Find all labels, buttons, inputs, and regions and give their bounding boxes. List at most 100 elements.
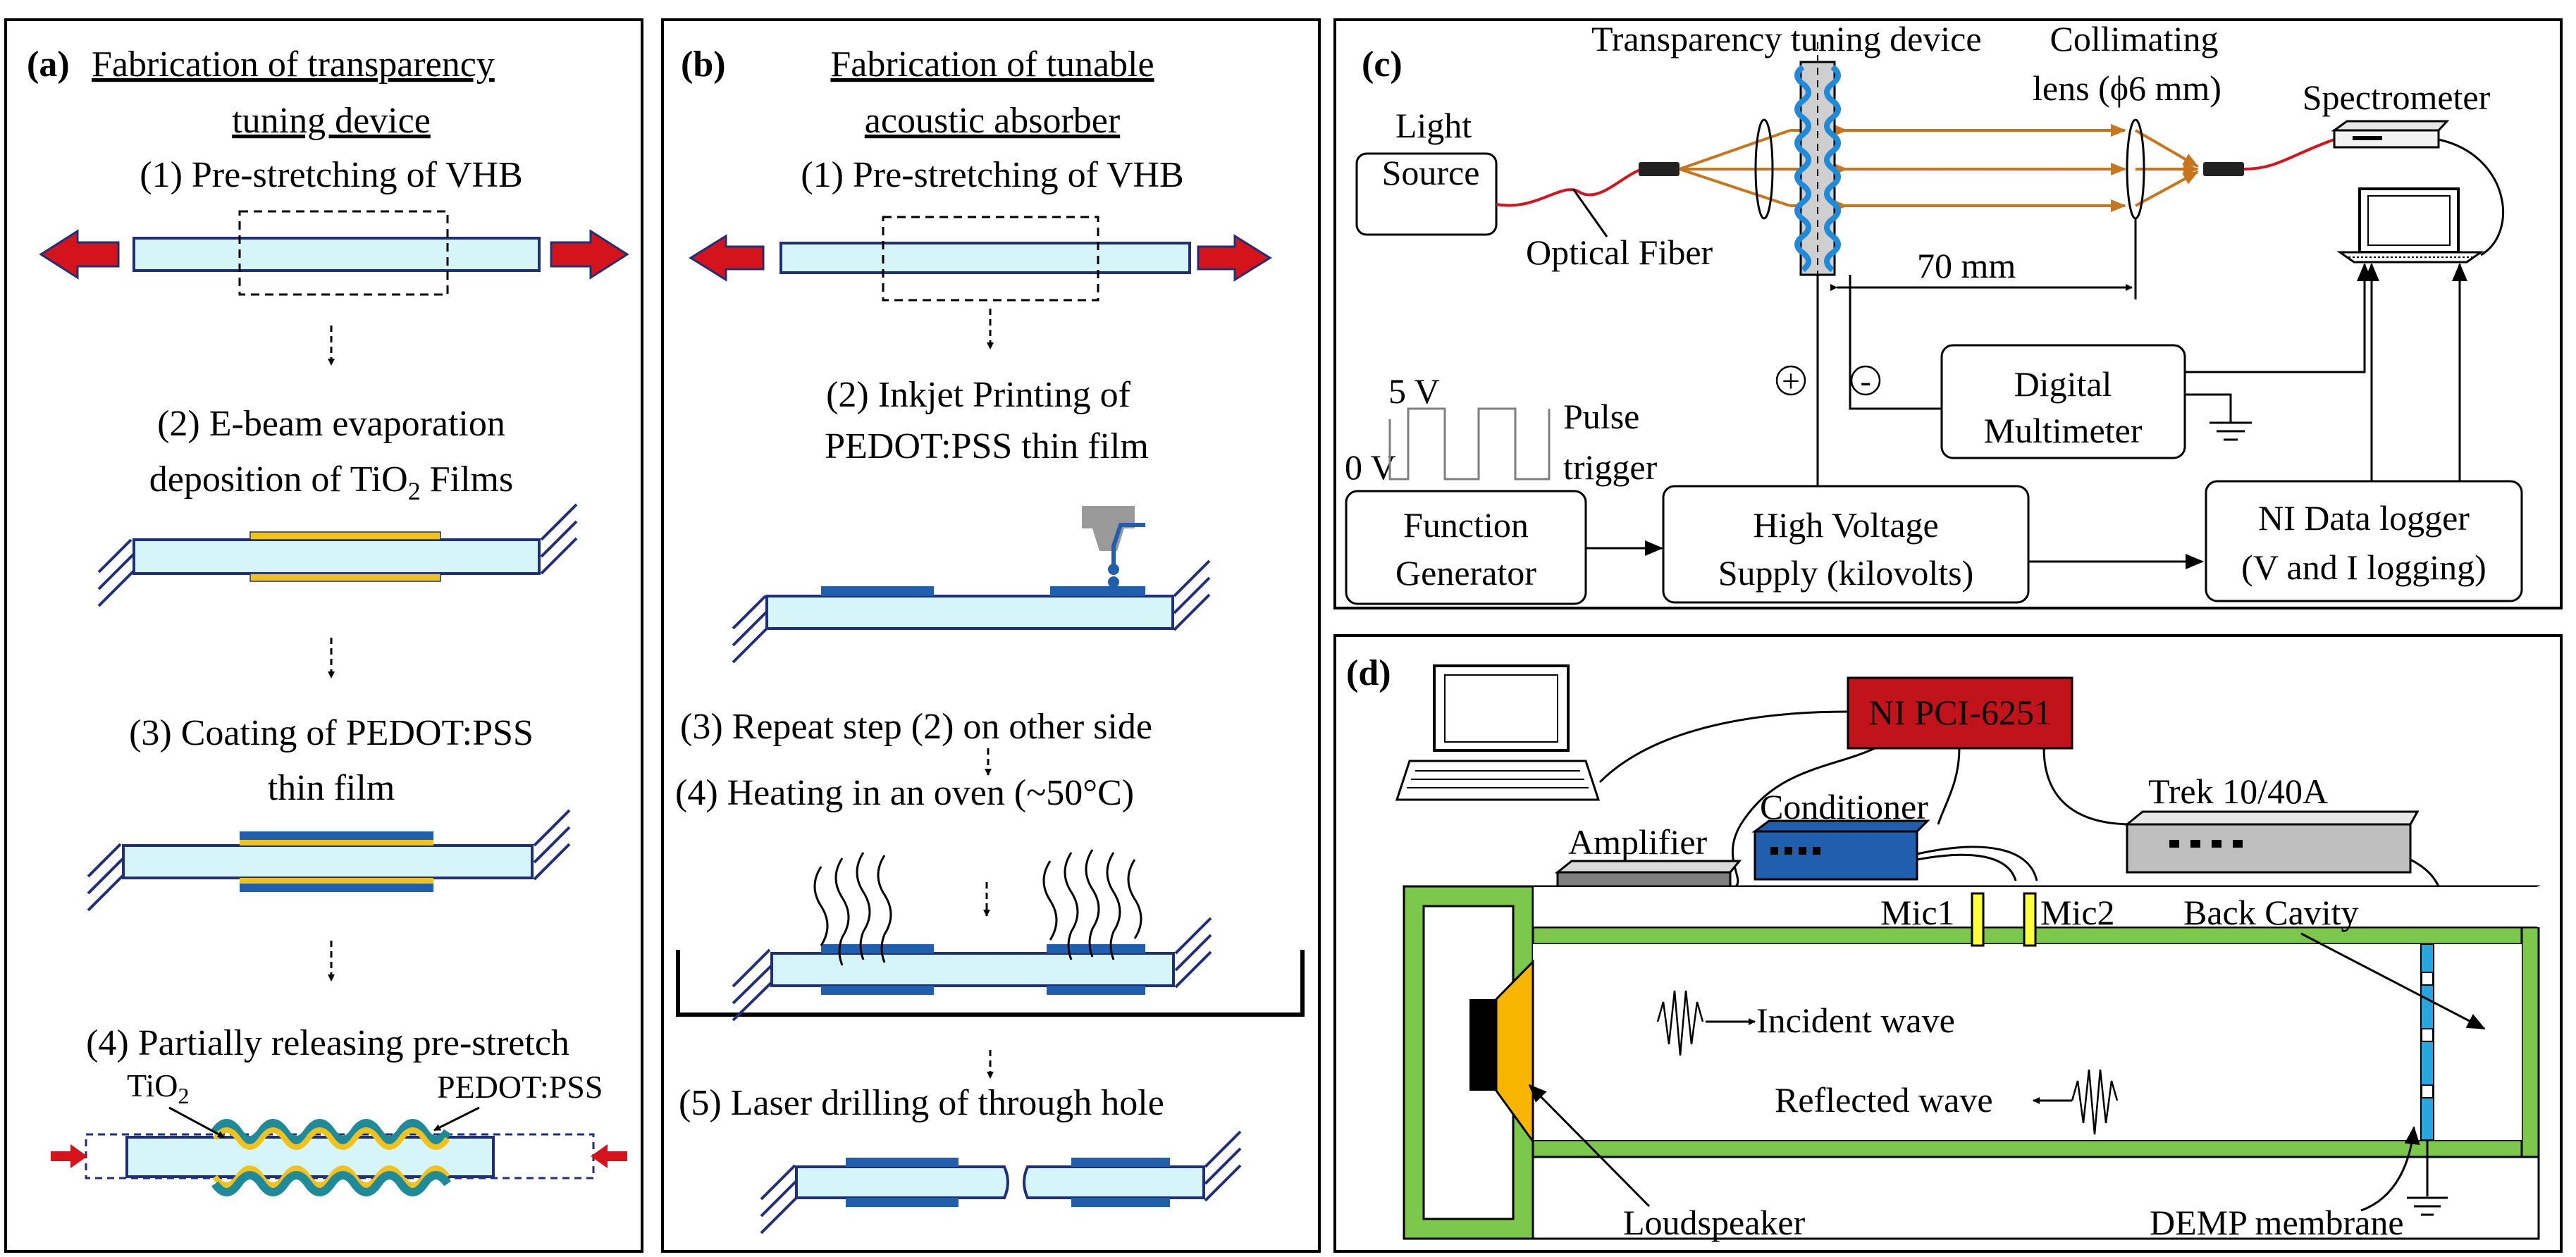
b4-film bbox=[770, 952, 1175, 987]
panel-b-step-4: (4) Heating in an oven (~50°C) bbox=[675, 773, 1134, 813]
optical-fiber-left bbox=[1496, 168, 1643, 207]
panel-a-step-3-2: thin film bbox=[268, 768, 395, 808]
panel-a-label: (a) bbox=[27, 44, 70, 85]
b1-right-arrow-icon bbox=[1197, 234, 1272, 282]
a4-right-arrow-icon bbox=[591, 1144, 627, 1168]
panel-a-step-3-1: (3) Coating of PEDOT:PSS bbox=[129, 713, 534, 753]
light-source-label-2: Source bbox=[1382, 153, 1480, 192]
pulse-5v-label: 5 V bbox=[1388, 371, 1440, 411]
b4-pedot-bottom-right bbox=[1047, 986, 1145, 995]
panel-a-border bbox=[4, 18, 643, 1253]
cables bbox=[1458, 710, 2443, 1036]
panel-c: (c) Transparency tuning device Light Sou… bbox=[1333, 18, 2563, 609]
a1-dashed-region bbox=[238, 210, 449, 296]
mic2-label: Mic2 bbox=[2040, 893, 2115, 932]
mic2-icon bbox=[2023, 892, 2037, 947]
mic1-label: Mic1 bbox=[1880, 893, 1955, 932]
hv-label-2: Supply (kilovolts) bbox=[1718, 553, 1974, 593]
laptop-icon bbox=[2336, 187, 2484, 264]
panel-b-step-5: (5) Laser drilling of through hole bbox=[679, 1083, 1164, 1123]
a1-right-arrow-icon bbox=[550, 229, 629, 280]
tube-interior bbox=[1533, 944, 2522, 1140]
distance-label: 70 mm bbox=[1917, 246, 2016, 285]
minus-label: - bbox=[1860, 363, 1871, 399]
a3-pedot-bottom bbox=[240, 884, 433, 892]
ni-logger-label-1: NI Data logger bbox=[2258, 498, 2470, 538]
b2-left-clamp-icon bbox=[732, 595, 768, 664]
a2-tio2-bottom bbox=[249, 573, 441, 582]
a4-pedot-top-wave bbox=[211, 1119, 451, 1144]
panel-a-step-2-2: deposition of TiO2 Films bbox=[149, 459, 513, 505]
pulse-trigger-label-2: trigger bbox=[1563, 447, 1658, 487]
b4-pedot-bottom-left bbox=[821, 986, 934, 995]
a2-film bbox=[133, 538, 541, 575]
b5-pedot-bottom-right bbox=[1071, 1198, 1170, 1207]
conditioner-icon bbox=[1751, 819, 1930, 881]
a3-right-clamp-icon bbox=[533, 809, 571, 881]
b2-pedot-right bbox=[1050, 586, 1145, 596]
a3-film bbox=[122, 844, 534, 879]
daq-label: NI PCI-6251 bbox=[1868, 693, 2052, 732]
a4-pedot-label: PEDOT:PSS bbox=[437, 1069, 603, 1105]
b1-dashed-region bbox=[882, 216, 1099, 302]
b4-oven-tray bbox=[676, 950, 1305, 1017]
a4-tio2-top-wave bbox=[212, 1127, 450, 1150]
a4-tio2-bottom-wave bbox=[212, 1165, 450, 1188]
b5-film-right bbox=[1023, 1165, 1205, 1199]
b4-oven-graphic bbox=[676, 849, 1305, 1022]
panel-c-label: (c) bbox=[1362, 44, 1403, 85]
a3-tio2-bottom bbox=[240, 878, 433, 884]
panel-b-step-2-2: PEDOT:PSS thin film bbox=[825, 426, 1149, 466]
panel-b-label: (b) bbox=[681, 44, 726, 85]
b4-right-clamp-icon bbox=[1174, 917, 1212, 989]
pulse-waveform bbox=[1388, 407, 1551, 481]
ground-icon bbox=[2210, 421, 2252, 441]
b1-film bbox=[779, 242, 1191, 274]
loudspeaker-pointer bbox=[1528, 1084, 1651, 1208]
reflected-wave-label: Reflected wave bbox=[1775, 1080, 1993, 1120]
panel-a-title-1: Fabrication of transparency bbox=[92, 44, 495, 85]
trek-icon bbox=[2124, 810, 2420, 874]
plus-terminal bbox=[1775, 365, 1806, 396]
plus-label: + bbox=[1782, 363, 1800, 399]
panel-a-step-4: (4) Partially releasing pre-stretch bbox=[86, 1023, 569, 1063]
spectrometer-label: Spectrometer bbox=[2303, 78, 2491, 117]
b1-prestretch-graphic bbox=[689, 216, 1272, 302]
digital-multimeter-box bbox=[1940, 344, 2186, 459]
b5-left-clamp-icon bbox=[760, 1164, 798, 1234]
panel-b-border bbox=[661, 18, 1321, 1253]
panel-b-title-2: acoustic absorber bbox=[865, 101, 1120, 141]
a4-wrinkle-graphic: TiO2 PEDOT:PSS bbox=[51, 1067, 627, 1196]
function-generator-label-1: Function bbox=[1403, 505, 1529, 545]
b4-left-clamp-icon bbox=[732, 948, 773, 1022]
b5-drilled-graphic bbox=[760, 1130, 1242, 1234]
b4-heat-right-icon bbox=[1042, 849, 1142, 960]
spectrometer-cable bbox=[2438, 138, 2504, 256]
multimeter-label-1: Digital bbox=[2014, 364, 2112, 404]
loudspeaker-cone bbox=[1495, 959, 1534, 1145]
membrane-electrodes bbox=[2421, 972, 2434, 1098]
b2-inkjet-nozzle-icon bbox=[1082, 506, 1145, 588]
device-title: Transparency tuning device bbox=[1591, 19, 1982, 58]
incident-wave-label: Incident wave bbox=[1756, 1001, 1955, 1040]
panel-b-step-3: (3) Repeat step (2) on other side bbox=[680, 707, 1152, 747]
optical-fiber-right bbox=[2243, 138, 2335, 171]
b5-pedot-bottom-left bbox=[846, 1198, 959, 1207]
computer-icon bbox=[1395, 664, 1601, 801]
a1-prestretch-graphic bbox=[39, 210, 629, 296]
a4-pedot-bottom-wave bbox=[211, 1171, 451, 1196]
panel-a-step-1: (1) Pre-stretching of VHB bbox=[140, 155, 523, 195]
fiber-connector-right bbox=[2203, 162, 2244, 176]
optical-fiber-label: Optical Fiber bbox=[1526, 233, 1713, 272]
b5-pedot-top-right bbox=[1071, 1158, 1170, 1167]
amplifier-label: Amplifier bbox=[1568, 822, 1708, 862]
b2-film bbox=[765, 595, 1174, 630]
lens-left bbox=[1754, 118, 1774, 220]
b2-pedot-left bbox=[821, 586, 934, 596]
panel-b-step-1: (1) Pre-stretching of VHB bbox=[801, 155, 1184, 195]
a4-tio2-pointer bbox=[168, 1106, 225, 1139]
panel-d-border bbox=[1333, 634, 2563, 1253]
lens-label-1: Collimating bbox=[2050, 19, 2219, 58]
b2-inkjet-graphic bbox=[732, 506, 1211, 664]
a3-left-clamp-icon bbox=[87, 843, 125, 912]
